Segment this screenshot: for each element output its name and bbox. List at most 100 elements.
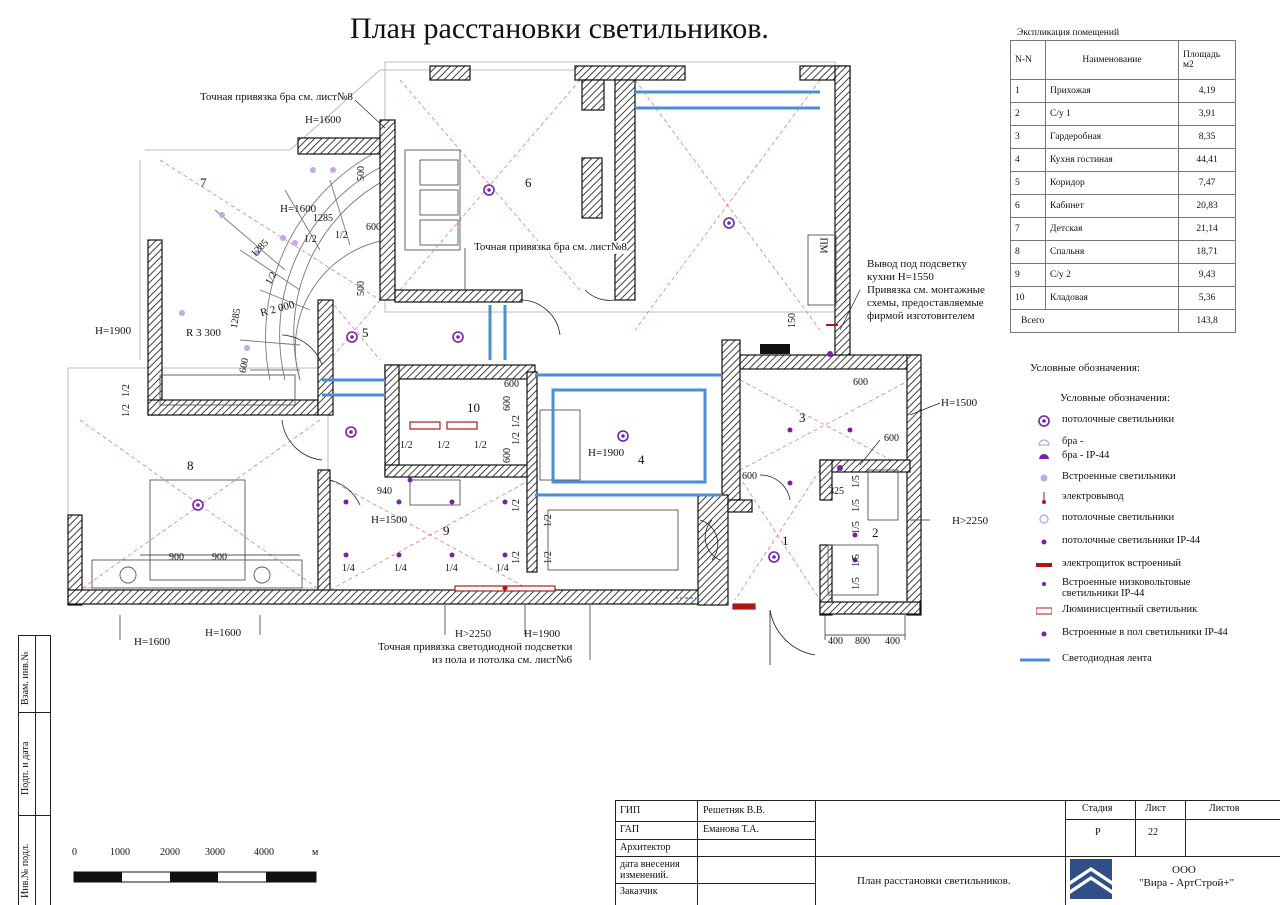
table-cell-num: 4: [1010, 148, 1046, 172]
table-cell-name: Детская: [1045, 217, 1179, 241]
legend-label: Встроенные низковольтовые: [1062, 577, 1191, 588]
dim-label: 600: [884, 433, 899, 444]
height-label: H=1900: [588, 447, 625, 459]
height-label: H>2250: [455, 628, 492, 640]
client-label: Заказчик: [620, 886, 658, 897]
dim-label: 600: [502, 448, 513, 463]
date-label-2: изменений.: [620, 870, 669, 881]
table-cell-area: 21,14: [1178, 217, 1236, 241]
dim-label: 1285: [313, 213, 333, 224]
gap-label: ГАП: [620, 824, 640, 835]
ceiling-guides: [79, 79, 911, 601]
table-cell-name: Гардеробная: [1045, 125, 1179, 149]
led-note-1: Точная привязка светодиодной подсветки: [378, 641, 573, 653]
table-cell-area: 18,71: [1178, 240, 1236, 264]
scale-tick: 3000: [205, 847, 225, 858]
dim-label: 1/5: [850, 475, 862, 488]
stamp-pod: Подп. и дата: [20, 741, 31, 795]
legend-label: Встроенные в пол светильники IP-44: [1062, 627, 1228, 638]
table-cell-num: 9: [1010, 263, 1046, 287]
explication-caption: Экспликация помещений: [1017, 28, 1120, 38]
gip-name: Решетняк В.В.: [703, 805, 766, 816]
date-label-1: дата внесения: [620, 859, 680, 870]
dim-label: 1/2: [542, 514, 554, 527]
table-cell-area: 9,43: [1178, 263, 1236, 287]
sconce-ip44-icon: [1036, 450, 1052, 464]
legend-label: бра -: [1062, 436, 1084, 447]
dim-label: 1/2: [510, 432, 522, 445]
table-cell-area: 5,36: [1178, 286, 1236, 310]
panel-icon: [1036, 558, 1052, 572]
table-cell-area: 8,35: [1178, 125, 1236, 149]
legend-heading-inner: Условные обозначения:: [1060, 392, 1171, 404]
table-cell-num: 2: [1010, 102, 1046, 126]
table-cell-area: 20,83: [1178, 194, 1236, 218]
dim-label: 1/2: [474, 440, 487, 451]
kitchen-note-2: кухни H=1550: [867, 271, 934, 283]
electric-outlet-icon: [1036, 491, 1052, 505]
kitchen-note-3: Привязка см. монтажные: [867, 284, 985, 296]
table-cell-name: Прихожая: [1045, 79, 1179, 103]
legend-label: Встроенные светильники: [1062, 471, 1176, 482]
table-cell-name: Кухня гостиная: [1045, 148, 1179, 172]
recessed-lamps: [343, 427, 858, 563]
recessed-lamp-icon: [1036, 471, 1052, 485]
room-number: 9: [443, 523, 450, 538]
dim-label: 900: [169, 552, 184, 563]
table-cell-area: 44,41: [1178, 148, 1236, 172]
legend-item: бра - IP-44: [1039, 450, 1109, 461]
legend-heading-outer: Условные обозначения:: [1030, 362, 1141, 374]
sheet-header: Лист: [1145, 803, 1166, 814]
dim-label: 1/5: [850, 554, 862, 567]
room-number: 5: [362, 325, 369, 340]
legend-label: электрощиток встроенный: [1062, 558, 1182, 569]
dim-label: 600: [366, 222, 381, 233]
room-number: 3: [799, 410, 806, 425]
legend-item: Светодиодная лента: [1020, 653, 1152, 664]
led-strips: [322, 90, 820, 497]
room-number: 8: [187, 458, 194, 473]
sheet-value: 22: [1148, 827, 1158, 838]
table-cell-num: 5: [1010, 171, 1046, 195]
dim-label: 1/5: [850, 499, 862, 512]
stage-header: Стадия: [1082, 803, 1113, 814]
scale-tick: 2000: [160, 847, 180, 858]
dim-label: 600: [504, 379, 519, 390]
dim-label: 940: [377, 486, 392, 497]
dim-label: 1/2: [437, 440, 450, 451]
table-cell-num: 1: [1010, 79, 1046, 103]
legend-item: электрощиток встроенный: [1036, 558, 1182, 569]
floor-lamp-icon: [1036, 627, 1052, 641]
dim-label: 1/2: [510, 415, 522, 428]
legend-item: Встроенные в пол светильники IP-44: [1041, 627, 1228, 638]
dim-label: ПМ: [817, 237, 829, 254]
header-area: Площадь м2: [1178, 40, 1236, 80]
dim-label: 400: [885, 636, 900, 647]
doors: [281, 289, 816, 665]
dim-label: 500: [356, 281, 367, 296]
scale-bar: [73, 871, 317, 883]
kitchen-note-4: схемы, предоставляемые: [867, 297, 984, 309]
room-number: 1: [782, 533, 789, 548]
scale-tick: 4000: [254, 847, 274, 858]
dim-label: 1/4: [394, 563, 407, 574]
room-number: 6: [525, 175, 532, 190]
stair-lamps: [179, 167, 336, 351]
table-cell-name: Кладовая: [1045, 286, 1179, 310]
dim-label: 1/5: [850, 521, 862, 534]
dim-label: 900: [212, 552, 227, 563]
dim-label: 1/2: [510, 551, 522, 564]
gap-name: Еманова Т.А.: [703, 824, 760, 835]
company-logo-icon: [1070, 859, 1112, 899]
dim-label: 1/5: [850, 577, 862, 590]
height-label: H=1600: [134, 636, 171, 648]
table-cell-num: 6: [1010, 194, 1046, 218]
table-cell-area: 3,91: [1178, 102, 1236, 126]
dim-label: 325: [829, 486, 844, 497]
legend-label: Светодиодная лента: [1062, 653, 1152, 664]
legend-label: потолочные светильники: [1062, 512, 1175, 523]
scale-unit: м: [312, 847, 319, 858]
